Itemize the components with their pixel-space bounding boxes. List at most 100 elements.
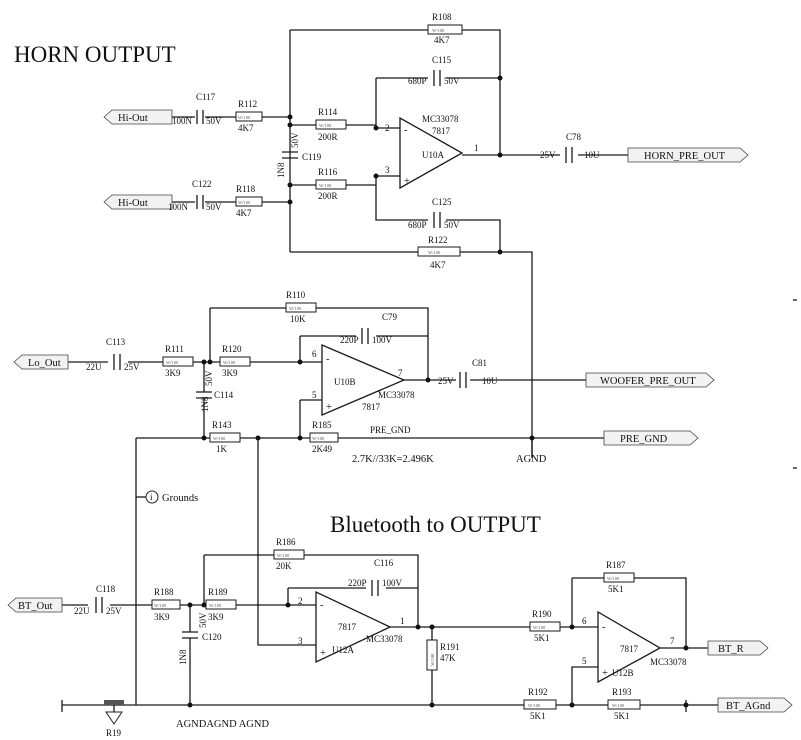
svg-text:W/100: W/100 — [312, 436, 325, 441]
resistor-r116: W/100 R116 200R — [315, 167, 347, 201]
svg-text:R193: R193 — [612, 687, 632, 697]
svg-text:6: 6 — [582, 616, 587, 626]
svg-text:R111: R111 — [165, 344, 184, 354]
svg-text:C78: C78 — [566, 132, 582, 142]
svg-text:220P: 220P — [348, 578, 367, 588]
capacitor-c81: C81 25V 10U — [438, 358, 498, 388]
grounds-label: Grounds — [162, 493, 198, 504]
svg-text:W/100: W/100 — [319, 123, 332, 128]
svg-text:20K: 20K — [276, 561, 292, 571]
resistor-r189: W/100 R189 3K9 — [205, 587, 237, 622]
svg-text:1K: 1K — [216, 444, 228, 454]
svg-text:C122: C122 — [192, 179, 212, 189]
svg-text:25V: 25V — [124, 362, 140, 372]
resistor-r143: W/100 R143 1K — [209, 420, 241, 454]
opamp-u12a: - + 2 3 1 U12A 7817 MC33078 — [298, 590, 405, 664]
svg-text:5K1: 5K1 — [530, 711, 546, 721]
resistor-r187: W/100 R187 5K1 — [603, 560, 635, 594]
svg-text:W/100: W/100 — [166, 360, 179, 365]
svg-text:7817: 7817 — [362, 402, 381, 412]
margin-marks — [793, 299, 797, 469]
svg-text:PRE_GND: PRE_GND — [620, 434, 668, 445]
ground-symbol-r19: R19 — [104, 700, 124, 738]
svg-text:W/100: W/100 — [238, 115, 251, 120]
port-pre-gnd: PRE_GND — [603, 430, 699, 446]
svg-text:W/100: W/100 — [612, 703, 625, 708]
svg-text:U12A: U12A — [332, 645, 354, 655]
svg-text:C120: C120 — [202, 632, 222, 642]
svg-text:25V: 25V — [106, 606, 122, 616]
capacitor-c115: C115 680P 50V — [408, 55, 460, 86]
svg-text:W/100: W/100 — [238, 200, 251, 205]
svg-text:C115: C115 — [432, 55, 452, 65]
resistor-r118: W/100 R118 4K7 — [235, 184, 263, 218]
horn-output-title: HORN OUTPUT — [14, 42, 176, 67]
svg-text:7817: 7817 — [620, 644, 639, 654]
svg-text:C117: C117 — [196, 92, 216, 102]
svg-text:BT_R: BT_R — [718, 644, 744, 655]
resistor-r190: W/100 R190 5K1 — [529, 609, 561, 643]
svg-text:7: 7 — [670, 636, 675, 646]
agnd-row-label: AGNDAGND AGND — [176, 719, 269, 730]
svg-text:W/100: W/100 — [277, 553, 290, 558]
svg-text:-: - — [602, 622, 606, 633]
svg-text:R188: R188 — [154, 587, 174, 597]
port-bt-agnd: BT_AGnd — [717, 697, 793, 713]
svg-text:C119: C119 — [302, 152, 322, 162]
svg-text:U10A: U10A — [422, 150, 444, 160]
svg-text:W/100: W/100 — [289, 306, 302, 311]
svg-text:5K1: 5K1 — [534, 633, 550, 643]
svg-text:W/100: W/100 — [533, 625, 546, 630]
opamp-u10b: - + 6 5 7 U10B 7817 MC33078 — [312, 344, 415, 416]
svg-text:+: + — [404, 176, 410, 187]
resistor-r186: W/100 R186 20K — [273, 537, 305, 571]
resistor-r188: W/100 R188 3K9 — [151, 587, 181, 622]
svg-text:22U: 22U — [86, 362, 102, 372]
svg-text:R187: R187 — [606, 560, 626, 570]
port-bt-r: BT_R — [707, 640, 769, 656]
capacitor-c122: C122 100N 50V — [168, 179, 222, 212]
svg-text:BT_AGnd: BT_AGnd — [726, 701, 771, 712]
capacitor-c119: C119 1N8 50V — [276, 132, 322, 178]
svg-text:+: + — [320, 648, 326, 659]
svg-text:R192: R192 — [528, 687, 548, 697]
svg-text:50V: 50V — [290, 132, 300, 148]
svg-text:4K7: 4K7 — [430, 260, 446, 270]
svg-text:R19: R19 — [106, 728, 122, 738]
port-hi-out-2: Hi-Out — [103, 194, 173, 210]
svg-text:C114: C114 — [214, 390, 234, 400]
capacitor-c117: C117 100N 50V — [172, 92, 222, 126]
capacitor-c116: C116 220P 100V — [348, 558, 403, 596]
svg-text:Hi-Out: Hi-Out — [118, 113, 148, 124]
svg-text:3K9: 3K9 — [222, 368, 238, 378]
svg-text:WOOFER_PRE_OUT: WOOFER_PRE_OUT — [600, 376, 696, 387]
svg-text:R114: R114 — [318, 107, 338, 117]
svg-text:R143: R143 — [212, 420, 232, 430]
svg-text:5K1: 5K1 — [614, 711, 630, 721]
port-horn-pre-out: HORN_PRE_OUT — [627, 147, 749, 163]
svg-text:4K7: 4K7 — [238, 123, 254, 133]
port-woofer-pre-out: WOOFER_PRE_OUT — [585, 372, 715, 388]
info-icon — [145, 490, 159, 504]
svg-text:R108: R108 — [432, 12, 452, 22]
resistor-r122: W/100 R122 4K7 — [417, 235, 461, 270]
svg-text:50V: 50V — [444, 220, 460, 230]
svg-text:2: 2 — [298, 596, 303, 606]
bluetooth-output-title: Bluetooth to OUTPUT — [330, 512, 541, 537]
svg-text:3: 3 — [298, 636, 303, 646]
svg-text:10K: 10K — [290, 314, 306, 324]
svg-text:+: + — [602, 668, 608, 679]
svg-text:-: - — [320, 600, 324, 611]
svg-text:6: 6 — [312, 349, 317, 359]
svg-text:3K9: 3K9 — [208, 612, 224, 622]
parallel-resistance-note: 2.7K//33K=2.496K — [352, 454, 434, 465]
svg-text:U12B: U12B — [612, 668, 634, 678]
svg-text:100N: 100N — [172, 116, 193, 126]
resistor-r191: W/100 R191 47K — [426, 639, 460, 671]
svg-text:50V: 50V — [206, 202, 222, 212]
svg-text:R118: R118 — [236, 184, 256, 194]
grounds-annotation[interactable]: i Grounds — [136, 490, 198, 504]
resistor-r114: W/100 R114 200R — [315, 107, 347, 142]
svg-text:C81: C81 — [472, 358, 487, 368]
